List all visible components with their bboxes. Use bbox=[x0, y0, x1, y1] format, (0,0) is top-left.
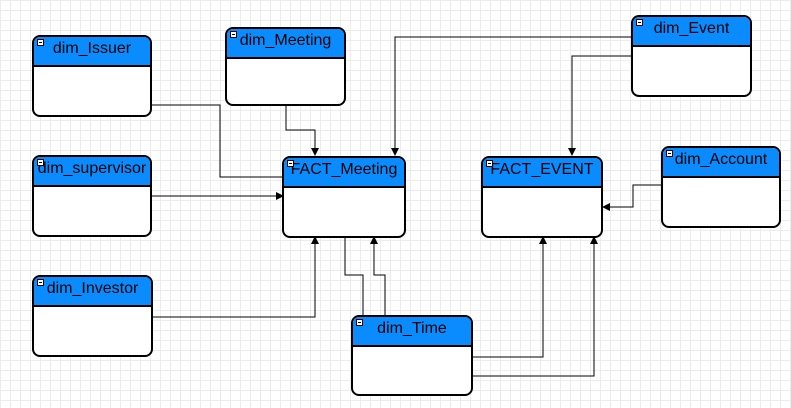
table-header[interactable]: FACT_EVENT bbox=[483, 158, 601, 188]
connector-event-to-fact-event[interactable] bbox=[568, 55, 631, 156]
connector-investor-to-fact-meeting[interactable] bbox=[152, 236, 319, 318]
table-title: dim_Event bbox=[653, 20, 730, 37]
connector-time-to-fact-meeting-a[interactable] bbox=[344, 237, 364, 315]
table-header[interactable]: dim_Account bbox=[663, 148, 779, 178]
connector-issuer-to-fact-meeting[interactable] bbox=[152, 104, 294, 199]
collapse-icon[interactable] bbox=[37, 159, 44, 166]
collapse-icon[interactable] bbox=[486, 160, 493, 167]
table-dim-supervisor[interactable]: dim_supervisor bbox=[32, 155, 152, 237]
table-header[interactable]: dim_Time bbox=[353, 317, 471, 347]
table-fact-event[interactable]: FACT_EVENT bbox=[481, 156, 603, 238]
table-header[interactable]: dim_supervisor bbox=[34, 157, 150, 187]
collapse-icon[interactable] bbox=[37, 39, 44, 46]
table-title: dim_supervisor bbox=[37, 160, 147, 177]
connector-account-to-fact-event[interactable] bbox=[602, 184, 662, 211]
table-title: dim_Account bbox=[674, 151, 768, 168]
table-header[interactable]: FACT_Meeting bbox=[284, 158, 404, 188]
table-dim-time[interactable]: dim_Time bbox=[351, 315, 473, 396]
table-dim-account[interactable]: dim_Account bbox=[661, 146, 781, 228]
table-header[interactable]: dim_Meeting bbox=[227, 29, 344, 59]
table-title: FACT_Meeting bbox=[290, 161, 398, 178]
table-title: dim_Time bbox=[377, 320, 447, 337]
connector-meeting-to-fact-meeting[interactable] bbox=[285, 105, 319, 156]
table-dim-meeting[interactable]: dim_Meeting bbox=[225, 27, 346, 106]
table-title: dim_Meeting bbox=[239, 32, 332, 49]
table-header[interactable]: dim_Issuer bbox=[34, 37, 150, 67]
collapse-icon[interactable] bbox=[636, 19, 643, 26]
table-title: dim_Investor bbox=[46, 280, 139, 297]
connector-event-to-fact-meeting[interactable] bbox=[391, 36, 631, 156]
collapse-icon[interactable] bbox=[37, 279, 44, 286]
connector-time-to-fact-event-a[interactable] bbox=[472, 236, 547, 358]
table-header[interactable]: dim_Event bbox=[633, 17, 750, 47]
table-dim-issuer[interactable]: dim_Issuer bbox=[32, 35, 152, 117]
connector-time-to-fact-event-b[interactable] bbox=[472, 236, 598, 377]
collapse-icon[interactable] bbox=[287, 160, 294, 167]
collapse-icon[interactable] bbox=[230, 31, 237, 38]
collapse-icon[interactable] bbox=[666, 150, 673, 157]
table-dim-event[interactable]: dim_Event bbox=[631, 15, 752, 97]
table-title: dim_Issuer bbox=[52, 40, 132, 57]
table-title: FACT_EVENT bbox=[490, 161, 594, 178]
connector-time-to-fact-meeting-b[interactable] bbox=[370, 236, 386, 315]
table-fact-meeting[interactable]: FACT_Meeting bbox=[282, 156, 406, 238]
collapse-icon[interactable] bbox=[356, 319, 363, 326]
table-dim-investor[interactable]: dim_Investor bbox=[32, 275, 153, 357]
table-header[interactable]: dim_Investor bbox=[34, 277, 151, 307]
